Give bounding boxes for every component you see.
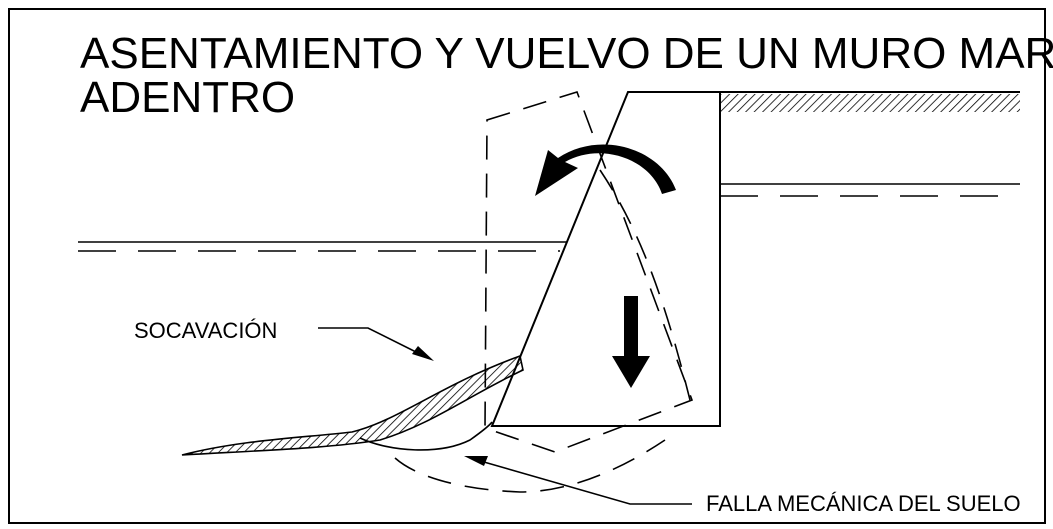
scour-label: SOCAVACIÓN [134, 318, 277, 343]
failure-leader [469, 457, 692, 505]
settlement-arrow-icon [612, 296, 650, 388]
scour-leader-arrowhead [412, 346, 434, 361]
failure-zone-dashed [394, 439, 666, 493]
seawall-original [490, 91, 721, 427]
scour-leader [318, 327, 429, 359]
seaward-water-level [78, 241, 572, 252]
soil-failure-arc [359, 421, 493, 451]
title-line-2: ADENTRO [80, 73, 295, 122]
backfill-ground [720, 91, 1020, 112]
scoured-seabed [181, 354, 524, 456]
seawall-displaced [484, 91, 694, 453]
overturning-arrow-icon [535, 144, 676, 196]
failure-leader-arrowhead [464, 456, 488, 466]
title-line-1: ASENTAMIENTO Y VUELVO DE UN MURO MAR [80, 29, 1053, 78]
rotation-path-dashed [599, 169, 691, 401]
failure-label: FALLA MECÁNICA DEL SUELO [706, 491, 1021, 516]
landward-water-level [720, 183, 1020, 197]
